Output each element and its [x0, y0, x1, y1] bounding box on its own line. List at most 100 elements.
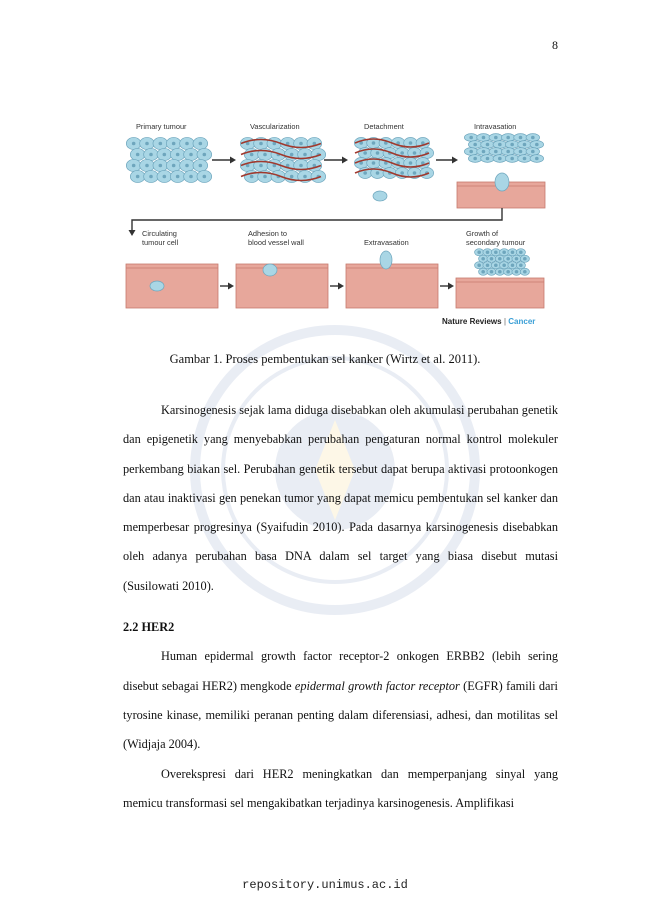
secondary-nucleus — [481, 269, 485, 274]
primary-nucleus — [202, 152, 207, 157]
vasc-nucleus — [249, 174, 254, 179]
detach-capillary — [354, 138, 430, 148]
intra-nucleus — [469, 135, 473, 140]
arrow-6-head — [448, 282, 454, 290]
vasc-capillary — [240, 171, 322, 182]
intra-nucleus — [518, 149, 523, 154]
growth-vessel — [455, 277, 545, 309]
detach-nucleus — [408, 141, 413, 145]
secondary-nucleus — [506, 256, 510, 261]
extravasating-cell — [379, 250, 393, 270]
metastasis-diagram: Primary tumour Vascularization Detachmen… — [125, 122, 546, 326]
intra-nucleus — [494, 135, 498, 140]
adh-vessel — [235, 263, 329, 309]
section-heading: 2.2 HER2 — [123, 620, 175, 635]
arrow-3-head — [452, 156, 458, 164]
arrow-2-head — [342, 156, 348, 164]
detach-capillary — [354, 168, 430, 178]
vasc-capillary — [240, 138, 322, 149]
body-text: Karsinogenesis sejak lama diduga disebab… — [123, 396, 558, 818]
intra-nucleus — [481, 149, 486, 154]
source-section: Cancer — [508, 317, 535, 326]
vasc-nucleus — [263, 152, 267, 157]
stage-label-primary-tumour: Primary tumour — [136, 122, 187, 131]
circ-vessel — [125, 263, 219, 309]
primary-nucleus — [145, 141, 149, 146]
primary-nucleus — [202, 174, 207, 179]
intra-nucleus — [506, 135, 510, 140]
secondary-nucleus — [502, 263, 506, 268]
figure-source: Nature Reviews | Cancer — [442, 317, 535, 326]
intra-nucleus — [506, 149, 510, 154]
stage-label-growth-2: secondary tumour — [466, 238, 526, 247]
primary-nucleus — [162, 152, 167, 157]
detach-nucleus — [363, 151, 367, 155]
secondary-nucleus — [510, 250, 515, 255]
secondary-nucleus — [485, 250, 490, 255]
intra-nucleus — [535, 156, 539, 161]
primary-nucleus — [145, 163, 149, 168]
detach-nucleus — [363, 171, 367, 175]
paragraph-her2-part2: (EGFR) famili dari tyrosine kinase, memi… — [123, 678, 558, 752]
arrow-4-head — [228, 282, 234, 290]
secondary-nucleus — [481, 256, 485, 261]
vasc-nucleus — [272, 141, 277, 146]
intra-nucleus — [473, 156, 477, 161]
stage-label-detachment: Detachment — [364, 122, 404, 131]
primary-nucleus — [175, 152, 180, 157]
paragraph-karsinogenesis: Karsinogenesis sejak lama diduga disebab… — [123, 403, 558, 593]
secondary-nucleus — [498, 269, 502, 274]
intra-nucleus — [498, 156, 502, 161]
primary-nucleus — [131, 141, 136, 146]
page-number: 8 — [552, 38, 558, 52]
secondary-nucleus — [477, 263, 481, 268]
secondary-nucleus — [514, 269, 519, 274]
primary-nucleus — [149, 174, 153, 179]
secondary-nucleus — [494, 250, 498, 255]
detach-nucleus — [400, 151, 404, 155]
stage-label-vascularization: Vascularization — [250, 122, 300, 131]
intra-nucleus — [510, 156, 514, 161]
detach-nucleus — [400, 171, 404, 175]
primary-nucleus — [185, 141, 189, 146]
intra-nucleus — [494, 149, 498, 154]
detach-nucleus — [359, 141, 363, 145]
detach-nucleus — [421, 161, 425, 165]
intra-nucleus — [485, 156, 490, 161]
secondary-nucleus — [489, 269, 494, 274]
intra-nucleus — [485, 142, 490, 147]
primary-nucleus — [135, 174, 140, 179]
extra-vessel — [345, 263, 439, 309]
return-arrow — [131, 208, 503, 232]
vasc-nucleus — [245, 163, 250, 168]
footer-url: repository.unimus.ac.id — [242, 878, 408, 892]
secondary-nucleus — [498, 256, 502, 261]
paragraph-her2: Human epidermal growth factor receptor-2… — [123, 642, 558, 759]
intravasating-cell — [494, 172, 510, 192]
vasc-nucleus — [289, 174, 294, 179]
vasc-nucleus — [245, 141, 250, 146]
secondary-nucleus — [477, 250, 481, 255]
secondary-nucleus — [523, 269, 527, 274]
secondary-nucleus — [502, 250, 506, 255]
intra-nucleus — [469, 149, 473, 154]
secondary-nucleus — [485, 263, 490, 268]
vasc-nucleus — [303, 152, 307, 157]
vasc-nucleus — [259, 141, 263, 146]
secondary-nucleus — [514, 256, 519, 261]
arrow-1-head — [230, 156, 236, 164]
detach-nucleus — [384, 161, 388, 165]
secondary-nucleus — [489, 256, 494, 261]
primary-nucleus — [198, 163, 203, 168]
paragraph-her2-italic: epidermal growth factor receptor — [294, 678, 460, 693]
vasc-nucleus — [312, 163, 317, 168]
detach-nucleus — [375, 151, 380, 155]
vasc-nucleus — [249, 152, 254, 157]
detach-nucleus — [396, 161, 400, 165]
primary-nucleus — [149, 152, 153, 157]
intra-nucleus — [473, 142, 477, 147]
stage-label-circulating-2: tumour cell — [142, 238, 179, 247]
primary-nucleus — [131, 163, 136, 168]
primary-nucleus — [175, 174, 180, 179]
primary-nucleus — [171, 141, 176, 146]
